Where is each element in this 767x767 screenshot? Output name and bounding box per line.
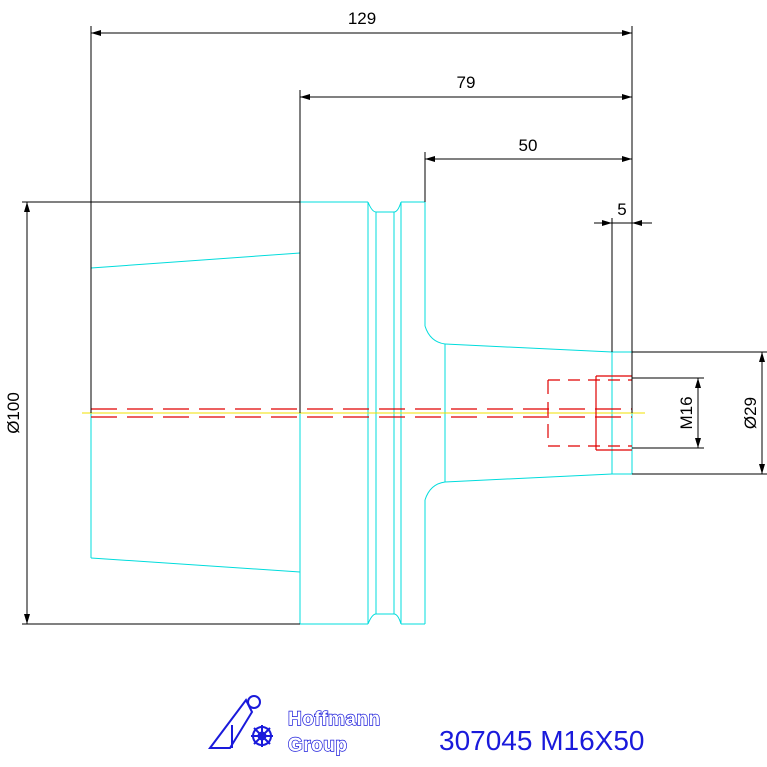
hoffmann-logo: Hoffmann Group: [208, 695, 381, 757]
centerline: [82, 408, 645, 418]
dim-overall-length: 129: [348, 9, 376, 28]
company-name-line2: Group: [288, 735, 348, 756]
thread-bore: [547, 375, 632, 451]
company-name-line1: Hoffmann: [288, 709, 381, 730]
dim-length-79: 79: [457, 73, 476, 92]
dim-thread-m16: M16: [677, 396, 696, 429]
dim-diameter-100: Ø100: [4, 392, 23, 434]
dimension-arrows: [24, 30, 765, 624]
logo-mark-icon: [208, 695, 273, 749]
dim-length-5: 5: [617, 200, 626, 219]
part-outline: [90, 201, 633, 625]
dimension-lines: [22, 26, 767, 625]
dim-length-50: 50: [519, 136, 538, 155]
part-number: 307045 M16X50: [439, 725, 645, 756]
dim-diameter-29: Ø29: [741, 397, 760, 429]
